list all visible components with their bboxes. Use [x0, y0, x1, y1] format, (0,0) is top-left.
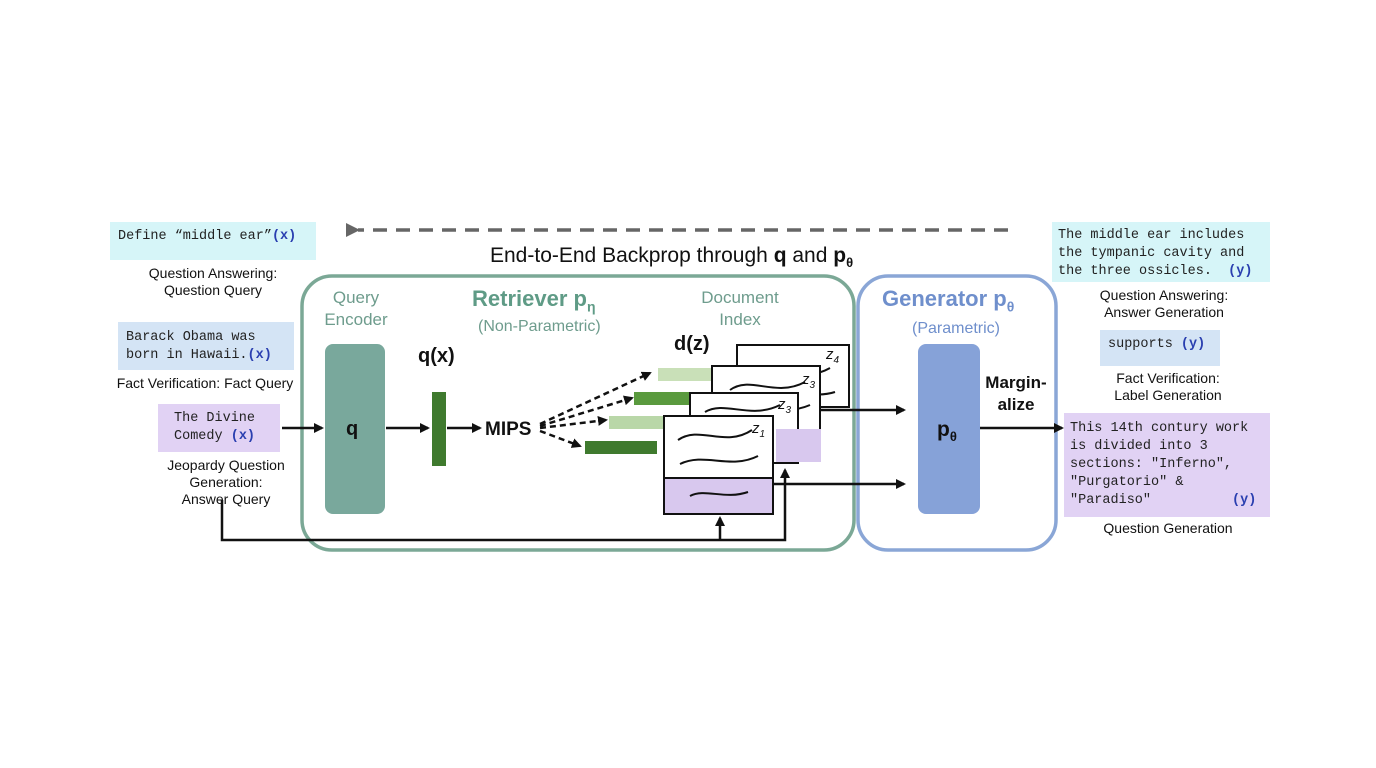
backprop-p: pθ	[833, 244, 854, 271]
retriever-frame	[300, 274, 856, 552]
doc-z4-label: z4	[826, 346, 840, 366]
mips-arrow-2	[539, 395, 634, 428]
doc-z1	[663, 415, 774, 515]
retriever-subtitle: (Non-Parametric)	[478, 318, 601, 335]
doc-vector-4	[658, 368, 718, 381]
mips-arrow-3	[539, 415, 608, 430]
backprop-q: q	[773, 244, 787, 267]
output-tag: (y)	[1228, 264, 1253, 279]
input-tag: (x)	[247, 348, 272, 363]
input-box-fact: Barack Obama was born in Hawaii.(x)	[118, 322, 294, 370]
doc-z3b-label: z3	[778, 396, 792, 416]
doc-z3a-label: z3	[802, 371, 816, 391]
backprop-and: and	[786, 244, 834, 267]
doc-vector-3a	[634, 392, 696, 405]
mips-arrow-4	[539, 429, 582, 448]
input-caption-qa: Question Answering:Question Query	[148, 265, 278, 298]
mips-label: MIPS	[485, 419, 532, 440]
backprop-label: End-to-End Backprop through q and pθ	[490, 244, 853, 270]
input-tag: (x)	[230, 429, 256, 444]
input-caption-fact: Fact Verification: Fact Query	[116, 375, 294, 391]
output-tag: (y)	[1232, 493, 1257, 508]
doc-z1-label: z1	[752, 420, 766, 440]
query-vector	[432, 392, 446, 466]
generator-subtitle: (Parametric)	[912, 320, 1001, 337]
output-caption-fact: Fact Verification:Label Generation	[1114, 370, 1222, 403]
query-encoder-box	[325, 344, 385, 514]
marginalize-label: Margin-alize	[985, 373, 1047, 414]
generator-title: Generator pθ	[882, 286, 1015, 315]
input-box-qa: Define “middle ear”(x)	[110, 222, 316, 260]
output-box-question: This 14th contury work is divided into 3…	[1064, 413, 1270, 517]
input-box-jeopardy: The Divine Comedy (x)	[158, 404, 280, 452]
output-box-qa: The middle ear includes the tympanic cav…	[1052, 222, 1270, 282]
input-bypass-line	[220, 468, 790, 542]
output-caption-question: Question Generation	[1103, 520, 1233, 536]
output-box-fact: supports (y)	[1100, 330, 1220, 366]
doc-vector-1	[585, 441, 657, 454]
generator-frame	[856, 274, 1058, 552]
doc-vector-3b	[609, 416, 667, 429]
mips-arrow-1	[539, 371, 652, 426]
output-tag: (y)	[1180, 337, 1206, 352]
encoder-q-label: q	[346, 418, 359, 440]
generator-p-label: pθ	[937, 418, 957, 445]
backprop-prefix: End-to-End Backprop through	[490, 244, 774, 267]
generator-box	[918, 344, 980, 514]
retriever-title: Retriever pη	[472, 286, 596, 315]
output-caption-qa: Question Answering:Answer Generation	[1099, 287, 1229, 320]
qx-label: q(x)	[418, 345, 455, 367]
input-tag: (x)	[271, 229, 297, 244]
dz-label: d(z)	[674, 333, 710, 355]
